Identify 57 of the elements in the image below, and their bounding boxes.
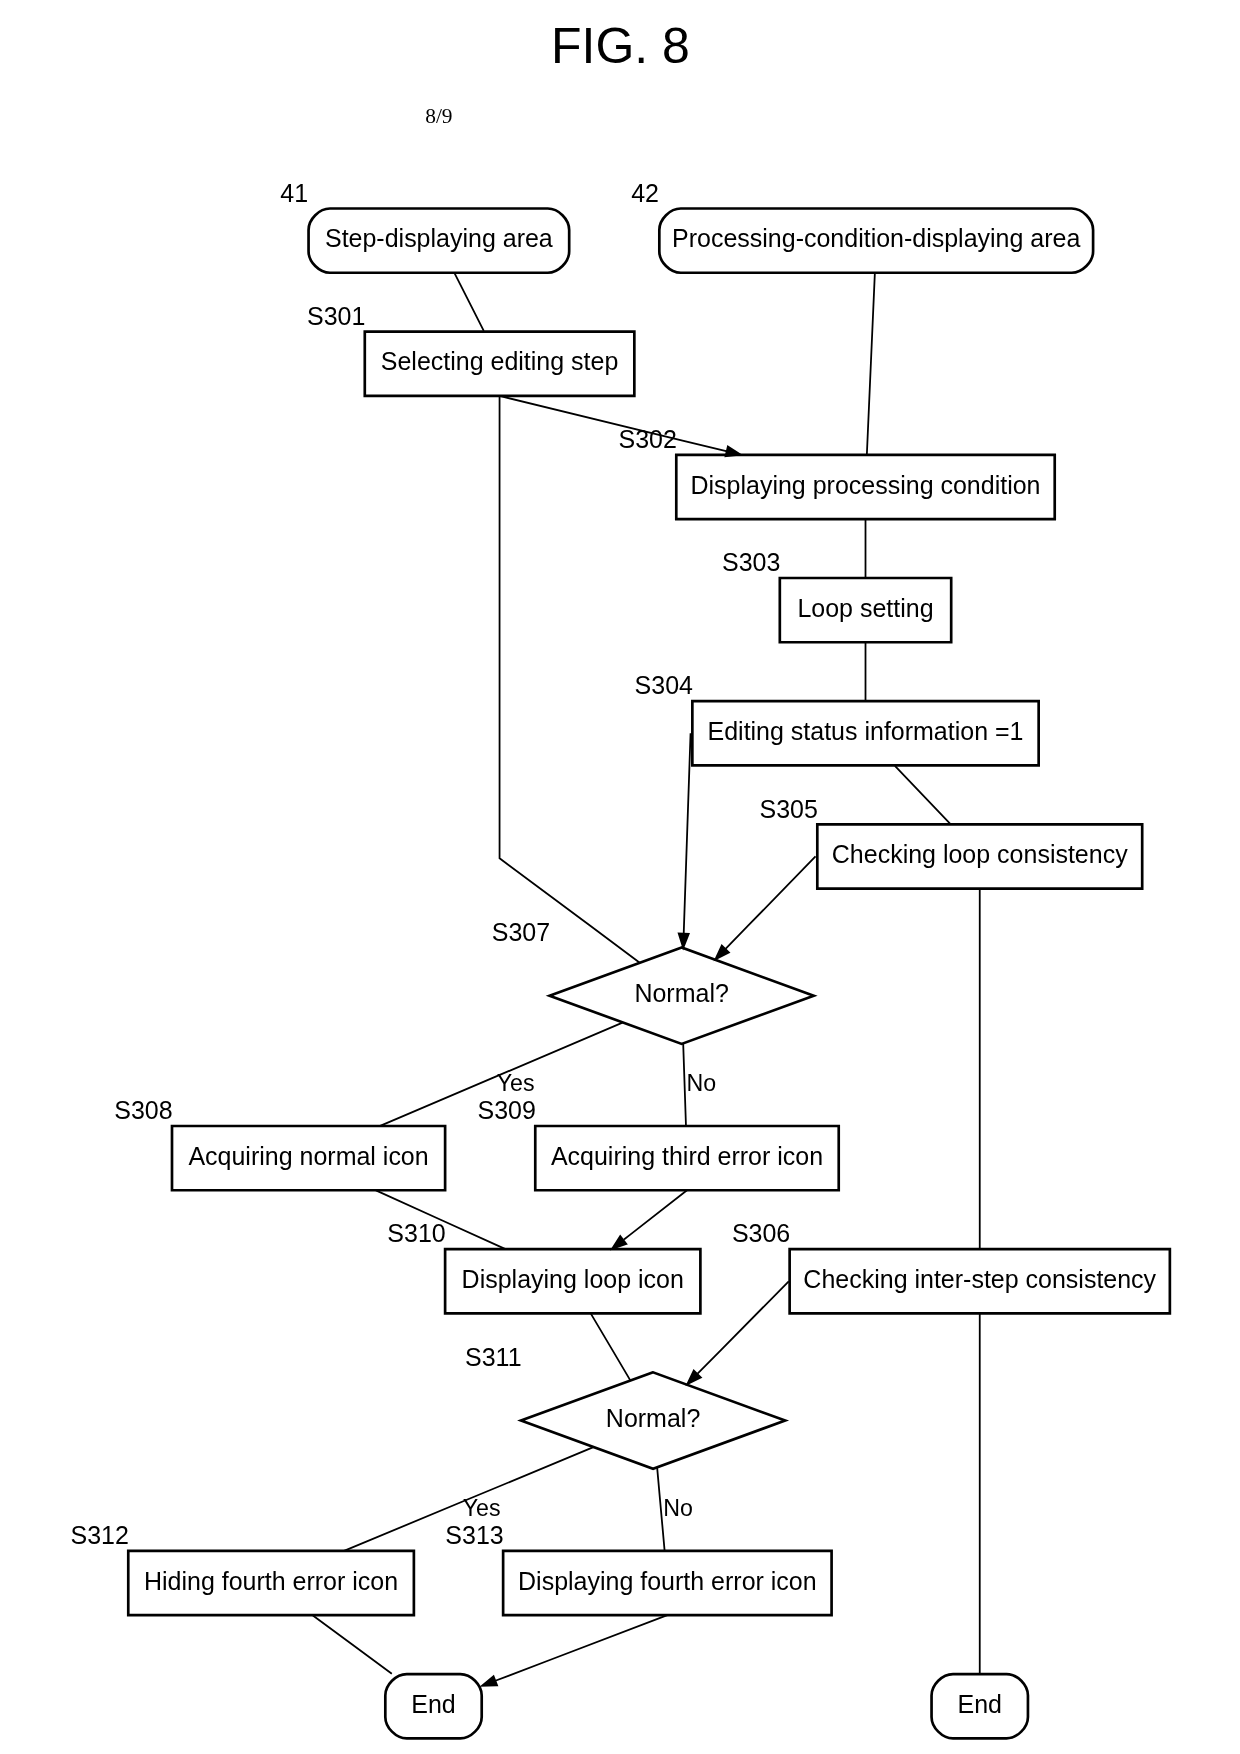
node-label: S312 (70, 1521, 129, 1550)
node-label: S313 (444, 1521, 504, 1550)
node-box: End (383, 1672, 483, 1740)
diagram-title: FIG. 8 (550, 17, 690, 74)
node-box: Selecting editing step (362, 330, 636, 398)
connector (311, 1614, 393, 1675)
connector (978, 888, 981, 1250)
connector (893, 765, 951, 825)
connector (589, 1313, 631, 1382)
node-label: S302 (618, 425, 677, 454)
arrow (498, 395, 743, 458)
node-label: S308 (113, 1096, 173, 1125)
node-label: S301 (306, 301, 365, 330)
edge-label: No (685, 1070, 716, 1097)
connector (342, 1446, 594, 1552)
node-box: Checking inter-step consistency (787, 1247, 1171, 1315)
node-box: Editing status information =1 (690, 699, 1040, 767)
edge-label: Yes (462, 1494, 501, 1521)
node-box: Displaying processing condition (674, 453, 1056, 521)
node-box: Processing-condition-displaying area (657, 207, 1094, 275)
node-box: Hiding fourth error icon (126, 1549, 415, 1617)
node-box: End (929, 1672, 1029, 1740)
node-label: S310 (386, 1219, 446, 1248)
node-label: S304 (634, 671, 693, 700)
arrow (478, 1614, 668, 1687)
arrow (677, 732, 691, 951)
connector (655, 1466, 665, 1552)
node-label: 42 (630, 178, 659, 207)
arrow (684, 1280, 790, 1386)
node-box: Checking loop consistency (815, 823, 1144, 890)
node-box: Acquiring third error icon (533, 1124, 840, 1192)
label: 8/9 (424, 103, 453, 128)
arrow (713, 855, 816, 962)
node-box: Displaying loop icon (443, 1247, 702, 1315)
node-label: 41 (279, 178, 308, 207)
node-label: S306 (731, 1219, 790, 1248)
connector (865, 272, 876, 456)
connector (378, 1021, 623, 1127)
edge-label: No (662, 1494, 693, 1521)
connector (978, 1313, 981, 1675)
connector (681, 1042, 687, 1127)
node-label: S309 (477, 1096, 536, 1125)
connector (498, 395, 640, 964)
connector (864, 641, 866, 702)
node-label: S307 (491, 917, 550, 946)
node-label: S303 (721, 548, 780, 577)
arrow (609, 1189, 688, 1251)
node-box: Step-displaying area (306, 207, 570, 275)
node-label: S311 (464, 1342, 522, 1371)
edge-label: Yes (496, 1070, 535, 1097)
connector (453, 272, 485, 332)
connector (374, 1189, 506, 1250)
node-box: Acquiring normal icon (170, 1124, 446, 1192)
node-box: Loop setting (778, 576, 953, 644)
node-label: S305 (759, 794, 818, 823)
node-box: Displaying fourth error icon (501, 1549, 833, 1617)
connector (864, 518, 866, 579)
